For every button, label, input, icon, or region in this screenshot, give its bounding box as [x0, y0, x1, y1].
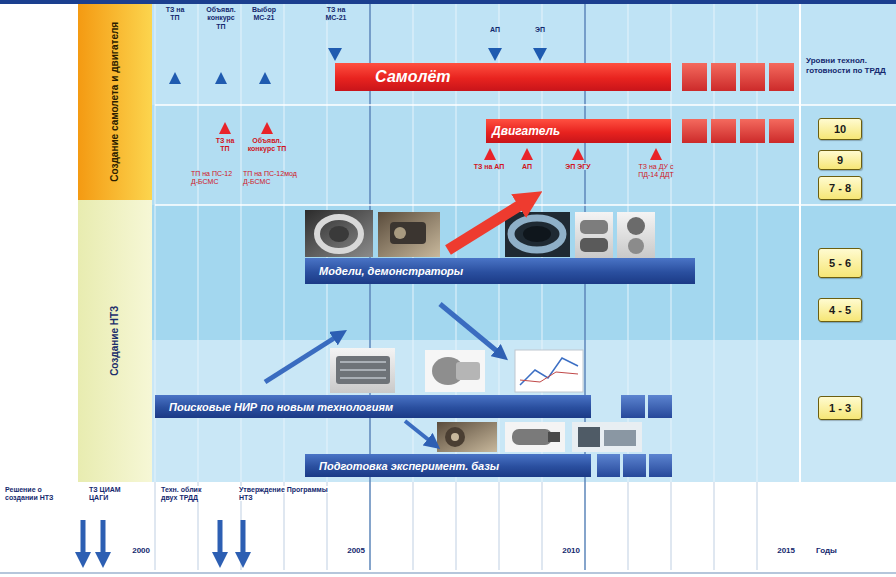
year-label: 2015 [776, 546, 796, 555]
year-label: 2010 [561, 546, 581, 555]
milestone-label: ТЗ на МС-21 [324, 6, 347, 21]
milestone-label: ТП на ПС-12мод Д-БСМС [242, 170, 302, 187]
milestone-label: ТП на ПС-12 Д-БСМС [190, 170, 233, 185]
bar-title: Двигатель [492, 124, 560, 138]
year-label: 2005 [346, 546, 366, 555]
milestone-label: ТЗ на ДУ с ПД-14 ДДТ [628, 163, 684, 180]
readiness-level-box: 7 - 8 [818, 176, 862, 200]
level-number: 7 - 8 [829, 182, 851, 194]
milestone-label: ТЗ на ТП [165, 6, 186, 21]
milestone-label: ТП на ПС-12мод Д-БСМС [242, 170, 298, 185]
axis-title: Годы [815, 546, 838, 555]
milestone-label: ЭП ЭГУ [564, 163, 592, 171]
event-label: Утверждение Программы НТЗ [238, 486, 330, 503]
year-label: 2000 [131, 546, 151, 555]
timeline-bar: Подготовка эксперимент. базы [305, 454, 591, 477]
milestone-label: ТЗ на ТП [215, 137, 236, 152]
timeline-bar: Самолёт [335, 63, 671, 91]
milestone-label: АП [521, 163, 533, 170]
milestone-label: ТЗ на МС-21 [318, 6, 354, 23]
milestone-label: АП [516, 163, 538, 171]
axis-title: Годы [815, 546, 860, 556]
milestone-label: ТЗ на ДУ с ПД-14 ДДТ [637, 163, 675, 178]
milestone-label: Выбор МС-21 [251, 6, 277, 21]
column-header: Уровни технол. готовности по ТРДД [805, 56, 887, 75]
readiness-level-box: 4 - 5 [818, 298, 862, 322]
milestone-label: ТЗ на АП [472, 163, 506, 171]
milestone-label: ЭП [534, 26, 546, 33]
level-number: 5 - 6 [829, 257, 851, 269]
year-label: 2010 [546, 546, 581, 556]
readiness-level-box: 10 [818, 118, 862, 140]
bar-title: Самолёт [375, 68, 451, 86]
band-title: Создание самолета и двигателя [109, 10, 121, 194]
bar-title: Поисковые НИР по новым технологиям [169, 401, 393, 413]
milestone-label: Объявл. конкурс ТП [202, 6, 240, 31]
event-label: Техн. облик двух ТРДД [160, 486, 216, 503]
column-header: Уровни технол. готовности по ТРДД [805, 56, 893, 75]
readiness-level-box: 1 - 3 [818, 396, 862, 420]
readiness-level-box: 9 [818, 150, 862, 170]
level-number: 4 - 5 [829, 304, 851, 316]
year-label: 2005 [331, 546, 366, 556]
event-label: Техн. облик двух ТРДД [160, 486, 202, 501]
milestone-label: Объявл. конкурс ТП [247, 137, 288, 152]
level-number: 9 [837, 154, 843, 166]
milestone-label: ТП на ПС-12 Д-БСМС [190, 170, 240, 187]
year-label: 2015 [761, 546, 796, 556]
event-label: ТЗ ЦИАМ ЦАГИ [88, 486, 138, 503]
phase-band: Создание НТЗ [78, 200, 152, 482]
milestone-label: АП [484, 26, 506, 34]
level-number: 10 [834, 123, 846, 135]
timeline-bar: Модели, демонстраторы [305, 258, 695, 284]
bar-title: Подготовка эксперимент. базы [319, 460, 499, 472]
year-grid [0, 4, 896, 573]
year-label: 2000 [116, 546, 151, 556]
bar-title: Модели, демонстраторы [319, 265, 463, 277]
readiness-level-box: 5 - 6 [818, 248, 862, 278]
milestone-label: ЭП ЭГУ [564, 163, 591, 170]
level-number: 1 - 3 [829, 402, 851, 414]
milestone-label: ТЗ на ТП [211, 137, 239, 154]
milestone-label: ЭП [529, 26, 551, 34]
band-title: Создание НТЗ [109, 206, 121, 476]
milestone-label: ТЗ на АП [473, 163, 506, 170]
milestone-label: Объявл. конкурс ТП [245, 137, 289, 154]
event-label: ТЗ ЦИАМ ЦАГИ [88, 486, 122, 501]
milestone-label: ТЗ на ТП [160, 6, 190, 23]
event-label: Утверждение Программы НТЗ [238, 486, 329, 501]
phase-band: Создание самолета и двигателя [78, 4, 152, 200]
milestone-label: Объявл. конкурс ТП [205, 6, 236, 30]
row-bands [0, 0, 896, 482]
timeline-bar: Поисковые НИР по новым технологиям [155, 395, 591, 418]
milestone-label: АП [489, 26, 501, 33]
milestone-label: Выбор МС-21 [246, 6, 282, 23]
event-label: Решение о создании НТЗ [4, 486, 54, 501]
event-label: Решение о создании НТЗ [4, 486, 76, 503]
timeline-bar: Двигатель [486, 119, 671, 143]
